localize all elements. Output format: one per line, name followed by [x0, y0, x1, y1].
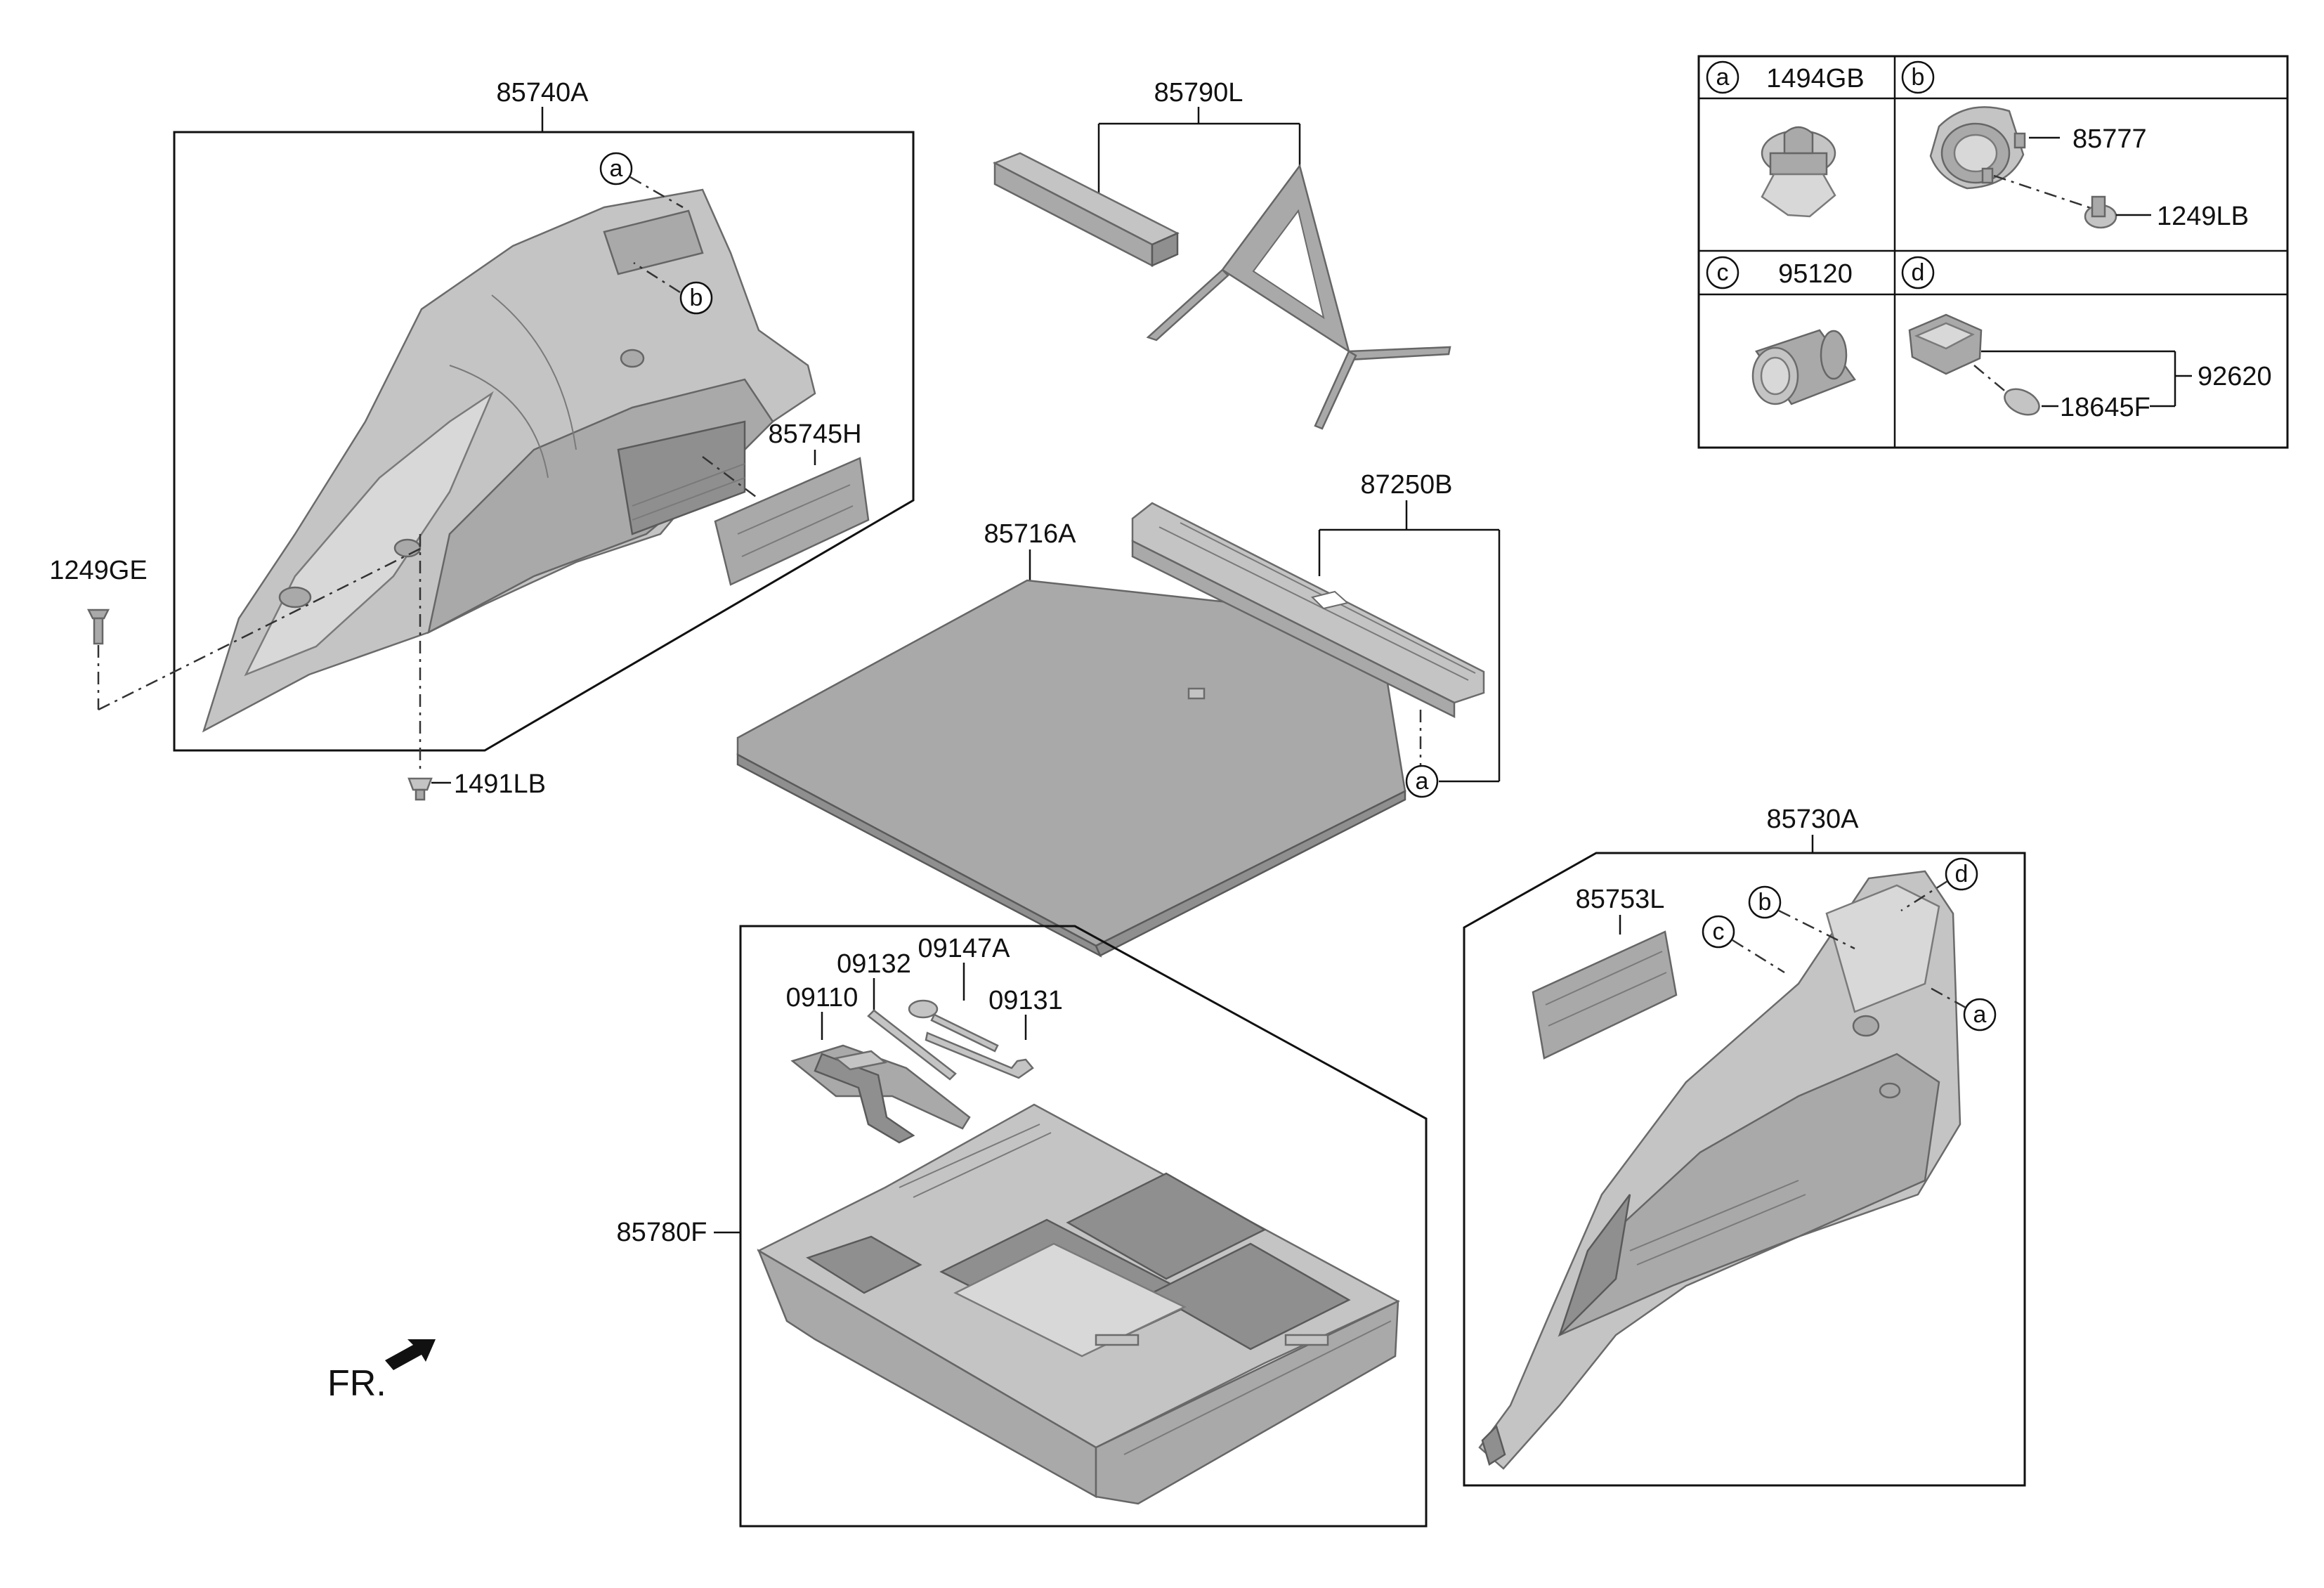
label-1491lb: 1491LB [454, 769, 546, 799]
svg-text:b: b [690, 285, 703, 311]
label-1249lb: 1249LB [2157, 202, 2249, 231]
callout-a-sill: a [1405, 764, 1439, 798]
callout-d-rh: d [1900, 857, 1978, 912]
bulb-18645f-drawing: 18645F [1973, 365, 2175, 422]
wrench-09147a-drawing [908, 999, 999, 1053]
warning-triangle-group: 85790L [992, 78, 1451, 430]
label-85730a: 85730A [1766, 805, 1859, 834]
label-1249ge: 1249GE [49, 556, 147, 585]
label-85790l: 85790L [1154, 78, 1243, 108]
legend-a-header: a 1494GB [1706, 60, 1865, 94]
svg-text:a: a [1716, 64, 1730, 91]
front-indicator: FR. [327, 1339, 436, 1404]
legend-table: a 1494GB b c 95120 d [1697, 55, 2289, 449]
grommet-85777-drawing: 85777 [1929, 106, 2147, 209]
svg-text:d: d [1912, 259, 1925, 286]
callout-c-rh: c [1702, 915, 1785, 974]
quarter-trim-lh-drawing [202, 188, 816, 733]
label-87250b: 87250B [1360, 470, 1452, 500]
callout-a-lh: a [599, 152, 684, 209]
legend-d-header: d [1901, 256, 1935, 289]
quarter-trim-rh-drawing [1478, 870, 1961, 1470]
label-09147a: 09147A [918, 934, 1010, 963]
trim-cover-85753l: 85753L [1532, 885, 1678, 1060]
legend-b-header: b [1901, 60, 1935, 94]
quarter-trim-lh-group: 85740A a b [49, 78, 915, 801]
legend-c-header: c 95120 [1706, 256, 1853, 289]
warning-triangle-drawing [1146, 164, 1451, 430]
label-85753l: 85753L [1576, 885, 1665, 914]
bolt-1249lb-drawing: 1249LB [2084, 195, 2249, 231]
socket-95120-drawing [1751, 329, 1856, 405]
svg-text:b: b [1912, 64, 1925, 91]
svg-text:b: b [1758, 889, 1772, 916]
svg-text:a: a [1416, 768, 1429, 795]
legend-c-part-label: 95120 [1778, 259, 1853, 289]
svg-text:d: d [1955, 861, 1969, 887]
svg-text:c: c [1717, 259, 1729, 286]
hook-09131-drawing [925, 1031, 1034, 1079]
legend-a-part-label: 1494GB [1766, 64, 1864, 93]
luggage-board-drawing [736, 579, 1406, 958]
trim-pad-85745h: 85745H [702, 419, 870, 586]
label-85745h: 85745H [768, 419, 861, 449]
tray-85780f-drawing [757, 1103, 1400, 1505]
label-09131: 09131 [988, 986, 1063, 1015]
callout-b-lh: b [633, 261, 713, 315]
sill-plate-group: 87250B a [1131, 470, 1501, 798]
label-09132: 09132 [837, 949, 911, 979]
jack-09110-drawing [790, 1044, 971, 1144]
label-92620: 92620 [2198, 362, 2272, 391]
quarter-trim-rh-group: 85730A 85753L b [1463, 805, 2026, 1487]
rod-09132-drawing [867, 1009, 957, 1081]
label-85777: 85777 [2072, 124, 2147, 154]
tray-group: 85780F 09132 09147A 09110 09131 [617, 925, 1428, 1528]
clip-1494gb-drawing [1761, 126, 1836, 218]
screw-1249ge: 1249GE [49, 547, 422, 711]
front-label: FR. [327, 1363, 386, 1404]
label-85780f: 85780F [617, 1218, 707, 1247]
triangle-case-drawing [992, 152, 1180, 268]
lamp-92620-drawing: 92620 [1908, 313, 2272, 406]
svg-text:a: a [1973, 1001, 1987, 1028]
label-85740a: 85740A [496, 78, 589, 108]
label-18645f: 18645F [2060, 393, 2150, 422]
callout-b-rh: b [1748, 885, 1855, 950]
clip-1491lb: 1491LB [407, 534, 546, 801]
label-85716a: 85716A [984, 519, 1076, 549]
svg-text:c: c [1713, 918, 1725, 945]
svg-text:a: a [610, 155, 623, 182]
label-09110: 09110 [786, 983, 859, 1013]
front-arrow-icon [385, 1339, 436, 1370]
callout-a-rh: a [1927, 985, 1997, 1031]
sill-plate-drawing [1131, 502, 1485, 719]
luggage-board-group: 85716A [736, 519, 1406, 958]
